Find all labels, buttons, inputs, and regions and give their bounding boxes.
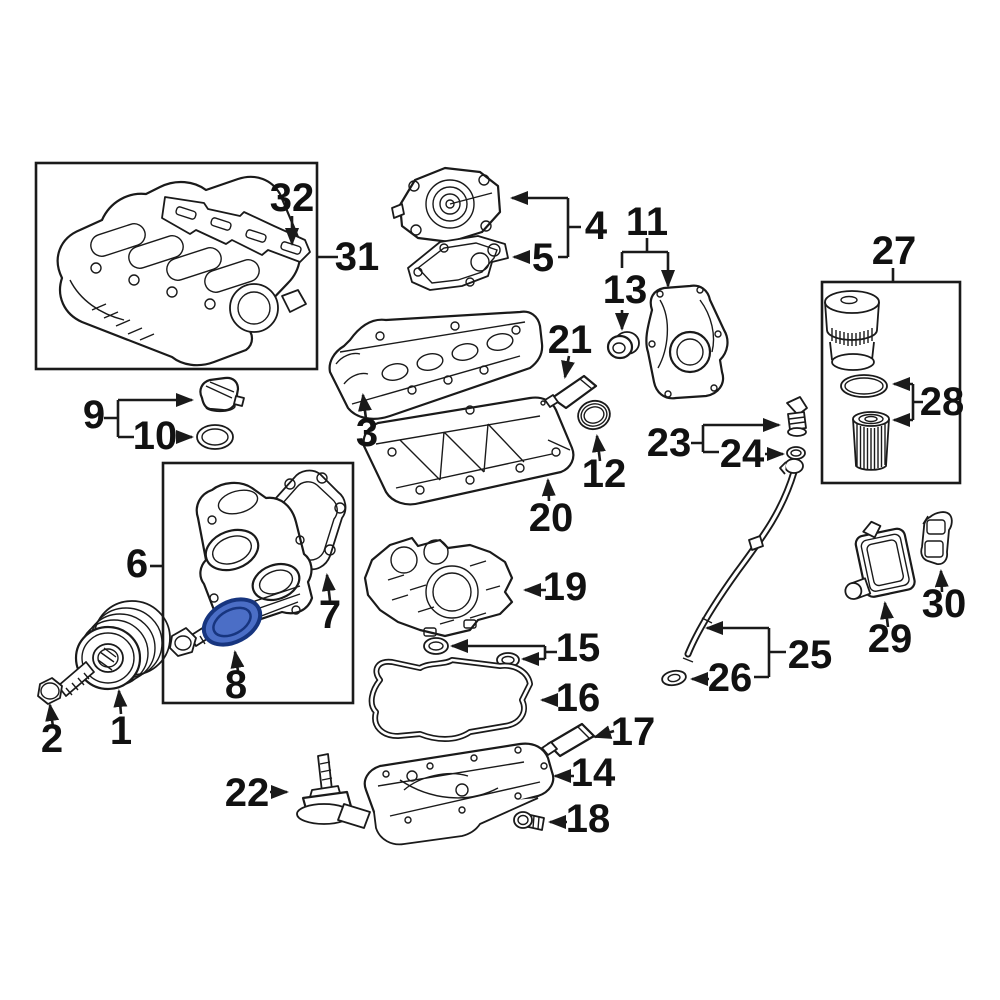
upper-oil-pan	[362, 396, 575, 506]
callout-25: 25	[788, 633, 833, 677]
group-box-27	[820, 280, 962, 485]
callout-31: 31	[335, 235, 380, 279]
callout-20: 20	[529, 496, 574, 540]
callout-15: 15	[556, 626, 601, 670]
callout-3: 3	[356, 411, 378, 455]
filler-neck-oring	[786, 446, 806, 460]
callout-9: 9	[83, 393, 105, 437]
callout-16: 16	[556, 676, 601, 720]
callout-6: 6	[126, 542, 148, 586]
sealant-tube-21	[540, 374, 598, 410]
callout-19: 19	[543, 565, 588, 609]
filler-cap-seal	[196, 424, 234, 450]
callout-22: 22	[225, 771, 270, 815]
crankshaft-pulley	[74, 600, 171, 691]
callout-30: 30	[922, 582, 967, 626]
callout-12: 12	[582, 452, 627, 496]
callout-4: 4	[585, 204, 608, 248]
callout-24: 24	[720, 432, 765, 476]
oil-filler-neck	[786, 396, 808, 437]
windage-tray	[363, 536, 514, 638]
callout-labels: 1 2 3 4 5 6 7 8 9 10 11 12 13 14 15 16 1…	[41, 176, 966, 841]
callout-2: 2	[41, 717, 63, 761]
callout-17: 17	[611, 710, 656, 754]
timing-cover-front	[195, 481, 314, 627]
timing-cover-rear	[645, 284, 729, 400]
oil-filler-cap	[199, 376, 245, 413]
callout-27: 27	[872, 229, 917, 273]
drain-plug	[513, 811, 545, 831]
callout-13: 13	[603, 268, 648, 312]
callout-10: 10	[133, 414, 178, 458]
group-box-31	[34, 161, 319, 371]
camshaft-seal	[606, 331, 640, 360]
cooler-gasket	[920, 511, 953, 565]
callout-7: 7	[319, 593, 341, 637]
dipstick-tube	[682, 458, 804, 663]
callout-8: 8	[225, 663, 247, 707]
housing-gasket	[407, 235, 509, 291]
callout-5: 5	[532, 236, 554, 280]
callout-21: 21	[548, 318, 593, 362]
filter-cap-oring	[840, 374, 888, 398]
valve-cover	[328, 310, 544, 420]
pulley-bolt	[37, 661, 95, 705]
oil-filter-element	[852, 411, 890, 471]
callout-23: 23	[647, 421, 692, 465]
callout-26: 26	[708, 656, 753, 700]
callout-14: 14	[571, 751, 616, 795]
callout-18: 18	[566, 797, 611, 841]
leader-lines	[45, 191, 949, 829]
callout-28: 28	[920, 380, 965, 424]
callout-11: 11	[626, 200, 668, 244]
lower-oil-pan	[363, 742, 555, 846]
oil-pan-gasket	[368, 657, 533, 742]
group-box-6	[161, 461, 355, 705]
dipstick-tube-seal	[661, 669, 687, 687]
callout-32: 32	[270, 176, 315, 220]
callout-1: 1	[110, 709, 132, 753]
oil-cooler	[844, 520, 916, 600]
oil-separator-housing	[391, 166, 502, 244]
crank-rear-seal	[577, 399, 611, 431]
oil-level-sensor	[296, 753, 371, 829]
oil-filter-cap	[824, 290, 880, 371]
crankshaft-seal-highlighted	[201, 597, 263, 647]
callout-29: 29	[868, 617, 913, 661]
